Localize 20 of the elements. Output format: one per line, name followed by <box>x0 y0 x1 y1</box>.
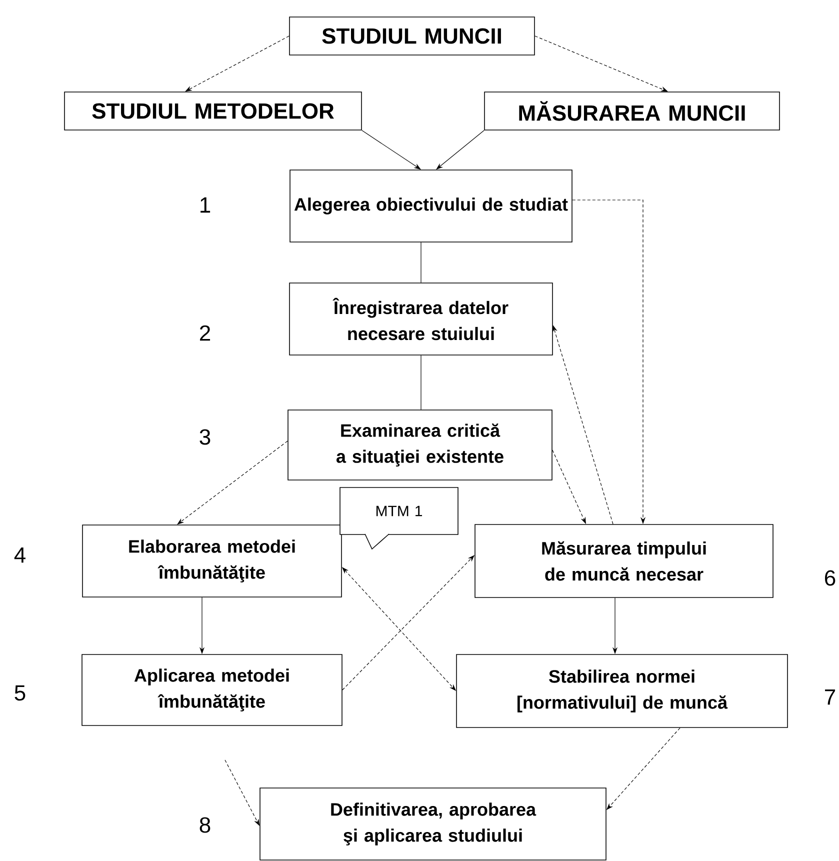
process-box: Măsurarea timpului de muncă necesar <box>474 524 774 598</box>
step-number: 5 <box>14 685 26 701</box>
process-box: Aplicarea metodei îmbunătăţite <box>82 654 342 726</box>
callout-bubble: MTM 1 <box>340 487 458 550</box>
title-box: MĂSURAREA MUNCII <box>484 92 780 130</box>
process-box: Elaborarea metodei îmbunătăţite <box>82 524 342 598</box>
title-box: STUDIUL METODELOR <box>64 92 362 130</box>
step-number: 6 <box>825 570 836 586</box>
step-number: 3 <box>200 429 210 445</box>
process-box: Examinarea critică a situaţiei existente <box>288 410 552 480</box>
step-number: 2 <box>200 325 210 341</box>
process-box: Alegerea obiectivului de studiat <box>290 170 572 242</box>
step-number: 7 <box>825 689 836 705</box>
step-number: 1 <box>200 197 210 213</box>
process-box: Definitivarea, aprobarea şi aplicarea studiului <box>260 788 606 860</box>
title-box: STUDIUL MUNCII <box>289 16 535 56</box>
process-box: Înregistrarea datelor necesare stuiului <box>289 282 553 356</box>
process-box: Stabilirea normei [normativului] de muncă <box>456 654 788 728</box>
step-number: 4 <box>14 547 26 563</box>
step-number: 8 <box>200 817 210 833</box>
